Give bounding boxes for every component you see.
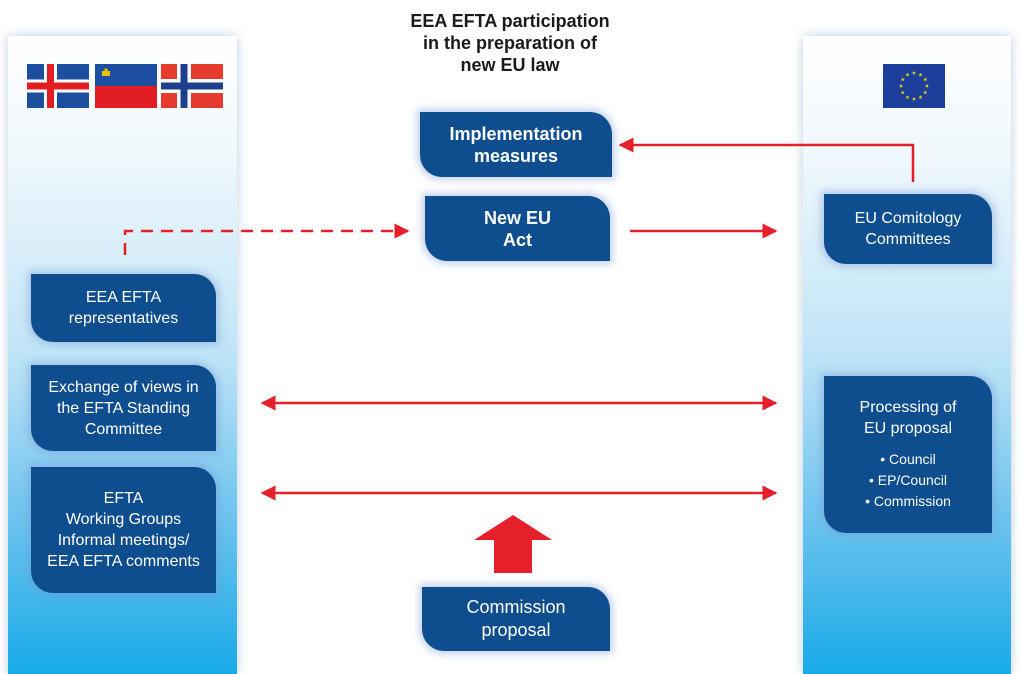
exchange-line-3: Committee — [84, 420, 163, 438]
working-groups-line-1: EFTA — [103, 490, 144, 507]
exchange-line-1: Exchange of views in — [48, 378, 199, 396]
eu-star-icon — [925, 83, 929, 88]
working-groups-line-4: EEA EFTA comments — [47, 553, 200, 570]
liechtenstein-flag-icon — [95, 64, 157, 108]
eu-star-icon — [923, 77, 928, 82]
commission-line-1: Commission — [466, 597, 566, 617]
representatives-to-act-dashed-arrow — [123, 223, 410, 255]
title-line-3: new EU law — [460, 55, 560, 75]
new-act-line-1: New EU — [483, 207, 552, 228]
representatives-line-1: EEA EFTA — [85, 289, 162, 306]
processing-item-ep-council: • EP/Council — [868, 472, 948, 488]
comitology-to-implementation-arrow — [618, 137, 915, 182]
diagram-title: EEA EFTA participation in the preparatio… — [360, 10, 660, 76]
new-eu-act-box: New EU Act — [425, 196, 610, 261]
eu-star-icon — [905, 95, 910, 99]
eu-star-icon — [918, 72, 923, 77]
eu-star-icon — [923, 90, 928, 95]
working-groups-line-3: Informal meetings/ — [57, 532, 190, 549]
title-line-2: in the preparation of — [422, 33, 597, 53]
comitology-line-1: EU Comitology — [854, 210, 962, 227]
implementation-measures-box: Implementation measures — [420, 112, 612, 177]
exchange-of-views-box: Exchange of views in the EFTA Standing C… — [31, 365, 216, 451]
eu-star-icon — [912, 70, 916, 75]
commission-line-2: proposal — [481, 620, 551, 640]
new-act-line-2: Act — [502, 229, 532, 250]
eu-column — [803, 36, 1011, 674]
eea-efta-representatives-box: EEA EFTA representatives — [31, 274, 216, 342]
processing-item-council: • Council — [880, 451, 936, 467]
processing-line-2: EU proposal — [863, 420, 953, 437]
implementation-line-2: measures — [473, 145, 559, 166]
processing-item-commission: • Commission — [865, 493, 951, 509]
eu-star-icon — [900, 77, 905, 82]
efta-working-groups-box: EFTA Working Groups Informal meetings/ E… — [31, 467, 216, 593]
eu-flag-icon — [883, 64, 945, 108]
processing-line-1: Processing of — [859, 399, 957, 416]
eu-star-icon — [900, 90, 905, 95]
eu-comitology-committees-box: EU Comitology Committees — [824, 194, 992, 264]
working-groups-line-2: Working Groups — [65, 511, 182, 528]
exchange-line-2: the EFTA Standing — [56, 399, 191, 417]
processing-eu-proposal-box: Processing of EU proposal • Council • EP… — [824, 376, 992, 533]
eu-star-icon — [905, 72, 910, 77]
representatives-line-2: representatives — [68, 310, 179, 327]
norway-flag-icon — [161, 64, 223, 108]
commission-proposal-box: Commission proposal — [422, 587, 610, 651]
iceland-flag-icon — [27, 64, 89, 108]
implementation-line-1: Implementation — [449, 123, 583, 144]
commission-upward-arrow — [474, 515, 552, 573]
eu-star-icon — [918, 95, 923, 99]
eu-star-icon — [912, 96, 916, 101]
eu-star-icon — [899, 83, 903, 88]
title-line-1: EEA EFTA participation — [410, 11, 610, 31]
comitology-line-2: Committees — [865, 231, 951, 248]
